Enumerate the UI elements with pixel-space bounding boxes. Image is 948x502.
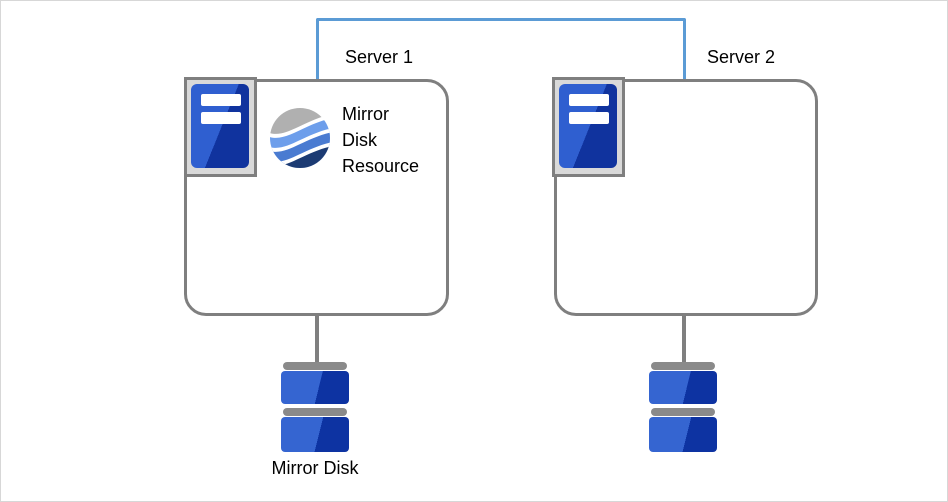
disk-platter — [281, 417, 349, 452]
server2-label: Server 2 — [707, 47, 776, 67]
server-icon — [184, 77, 257, 177]
disk-cap — [283, 408, 347, 416]
server-slot — [569, 112, 609, 124]
server1-label: Server 1 — [345, 47, 414, 67]
disk-icon — [649, 362, 717, 452]
resource-label-line: Disk — [342, 130, 377, 150]
disk-platter — [649, 371, 717, 404]
disk-icon — [281, 362, 349, 452]
server-tower-glyph — [559, 84, 617, 168]
disk-cap — [283, 362, 347, 370]
network-link-line — [316, 18, 686, 79]
server-icon — [552, 77, 625, 177]
disk-cap — [651, 362, 715, 370]
mirror-disk-label: Mirror Disk — [271, 458, 359, 478]
server1-disk-connector-line — [315, 314, 319, 363]
disk-platter — [281, 371, 349, 404]
resource-label-line: Mirror — [342, 104, 389, 124]
server2-disk-connector-line — [682, 314, 686, 363]
server-slot — [201, 94, 241, 106]
disk-platter — [649, 417, 717, 452]
mirror-disk-resource-icon — [270, 108, 330, 168]
server-tower-glyph — [191, 84, 249, 168]
disk-cap — [651, 408, 715, 416]
server-slot — [201, 112, 241, 124]
resource-label-line: Resource — [342, 156, 420, 176]
mirror-disk-resource-label: Mirror Disk Resource — [342, 101, 419, 179]
server-slot — [569, 94, 609, 106]
